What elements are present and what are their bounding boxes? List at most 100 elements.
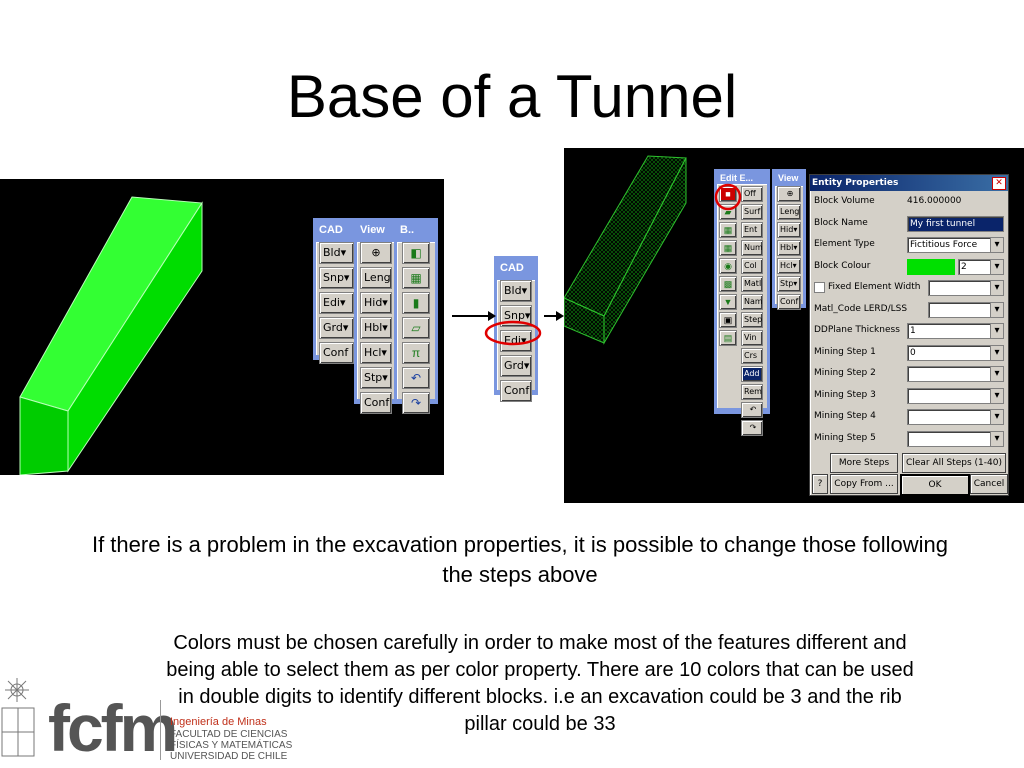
close-icon[interactable]: ✕ (992, 177, 1006, 190)
view-toolbar-right: View ⊕ Lengt Hid▾ Hbl▾ Hcl▾ Stp▾ Conf (772, 169, 806, 310)
more-steps-button[interactable]: More Steps (830, 453, 898, 473)
element-type-select[interactable]: Fictitious Force (907, 237, 1004, 253)
cancel-button[interactable]: Cancel (970, 474, 1008, 494)
snap-button[interactable]: Snp▾ (319, 267, 354, 289)
off-button[interactable]: Off (741, 186, 763, 202)
slab-icon[interactable]: ▮ (402, 292, 430, 314)
redo-icon[interactable]: ↷ (741, 420, 763, 436)
row-block-name: Block Name My first tunnel (810, 213, 1008, 235)
edit-button[interactable]: Edi▾ (319, 292, 354, 314)
vin-button[interactable]: Vin (741, 330, 763, 346)
material-icon[interactable]: ▩ (719, 276, 737, 292)
block-toolbar: B.. ◧ ▦ ▮ ▱ π ↶ ↷ (394, 218, 438, 414)
length-button[interactable]: Lengt (360, 267, 392, 289)
hide-colour-button[interactable]: Hcl▾ (777, 258, 801, 274)
matl-code-select[interactable] (928, 301, 1004, 318)
logo-faculty-line2: FÍSICAS Y MATEMÁTICAS (170, 740, 293, 751)
step-button[interactable]: Stp▾ (777, 276, 801, 292)
undo-icon[interactable]: ↶ (402, 367, 430, 389)
hide-button[interactable]: Hid▾ (360, 292, 392, 314)
block-volume-label: Block Volume (814, 196, 875, 206)
solid-block-drawing (19, 196, 203, 476)
grid-button[interactable]: Grd▾ (500, 355, 532, 377)
edit-entity-toolbar: Edit E... ■ ▰ ▦ ▦ ◉ ▩ ▼ ▣ ▤ Off Surf Ent… (714, 169, 770, 436)
colour-icon[interactable]: ◉ (719, 258, 737, 274)
slide-title: Base of a Tunnel (286, 63, 738, 130)
fixed-width-select[interactable] (928, 280, 1004, 296)
logo-faculty-line1: FACULTAD DE CIENCIAS (170, 729, 288, 740)
name-icon[interactable]: ▼ (719, 294, 737, 310)
mining-step-3-select[interactable] (907, 387, 1004, 404)
grid-button[interactable]: Grd▾ (319, 317, 354, 339)
edit-entity-toolbar-title: Edit E... (717, 172, 767, 184)
cad-toolbar: CAD Bld▾ Snp▾ Edi▾ Grd▾ Conf (313, 218, 360, 364)
matl-button[interactable]: Matl (741, 276, 763, 292)
target-icon[interactable]: ⊕ (360, 242, 392, 264)
wireframe-block-drawing (563, 155, 687, 345)
row-block-volume: Block Volume 416.000000 (810, 191, 1008, 213)
rem-button[interactable]: Rem (741, 384, 763, 400)
logo-divider (160, 700, 161, 760)
plane-icon[interactable]: ▱ (402, 317, 430, 339)
mining-step-2-label: Mining Step 2 (814, 368, 876, 378)
build-button[interactable]: Bld▾ (500, 280, 532, 302)
fixed-width-checkbox[interactable] (814, 282, 825, 293)
surf-button[interactable]: Surf (741, 204, 763, 220)
hide-colour-button[interactable]: Hcl▾ (360, 342, 392, 364)
target-icon[interactable]: ⊕ (777, 186, 801, 202)
step-button[interactable]: Step (741, 312, 763, 328)
save-icon[interactable]: ▣ (719, 312, 737, 328)
ent-button[interactable]: Ent (741, 222, 763, 238)
mining-step-4-select[interactable] (907, 409, 1004, 425)
colour-swatch (907, 258, 955, 275)
mining-step-1-label: Mining Step 1 (814, 346, 876, 357)
name-button[interactable]: Name (741, 294, 763, 310)
dialog-title: Entity Properties (812, 178, 899, 188)
redo-icon[interactable]: ↷ (402, 392, 430, 414)
row-mining-step-1: Mining Step 1 0 (810, 342, 1008, 364)
config-button[interactable]: Conf (777, 294, 801, 310)
config-button[interactable]: Conf (500, 380, 532, 402)
hide-button[interactable]: Hid▾ (777, 222, 801, 238)
mining-step-5-label: Mining Step 5 (814, 432, 876, 443)
entity-properties-dialog: Entity Properties ✕ Block Volume 416.000… (809, 174, 1009, 496)
help-button[interactable]: ? (812, 474, 828, 494)
cubes-icon[interactable]: ▦ (402, 267, 430, 289)
ddplane-select[interactable]: 1 (907, 323, 1004, 339)
col-button[interactable]: Col (741, 258, 763, 274)
clear-steps-button[interactable]: Clear All Steps (1-40) (902, 453, 1006, 473)
view-in-icon[interactable]: ▤ (719, 330, 737, 346)
number-icon[interactable]: ▦ (719, 240, 737, 256)
crs-button[interactable]: Crs (741, 348, 763, 364)
length-button[interactable]: Lengt (777, 204, 801, 220)
undo-icon[interactable]: ↶ (741, 402, 763, 418)
hide-block-button[interactable]: Hbl▾ (360, 317, 392, 339)
element-icon[interactable]: ▦ (719, 222, 737, 238)
row-ddplane: DDPlane Thickness 1 (810, 320, 1008, 342)
hide-block-button[interactable]: Hbl▾ (777, 240, 801, 256)
ok-button[interactable]: OK (900, 474, 970, 496)
block-colour-label: Block Colour (814, 260, 871, 271)
matl-code-label: Matl_Code LERD/LSS (814, 303, 908, 314)
copy-from-button[interactable]: Copy From ... (830, 474, 898, 494)
pillar-icon[interactable]: π (402, 342, 430, 364)
cube-icon[interactable]: ◧ (402, 242, 430, 264)
mining-step-5-select[interactable] (907, 430, 1004, 447)
block-name-input[interactable]: My first tunnel (907, 215, 1004, 232)
num-button[interactable]: Num (741, 240, 763, 256)
mining-step-4-label: Mining Step 4 (814, 411, 876, 421)
add-button[interactable]: Add (741, 366, 763, 382)
view-config-button[interactable]: Conf (360, 392, 392, 414)
dialog-titlebar: Entity Properties ✕ (810, 175, 1008, 191)
edit-button-highlighted[interactable]: Edi▾ (500, 330, 532, 352)
build-button[interactable]: Bld▾ (319, 242, 354, 264)
config-button[interactable]: Conf (319, 342, 354, 364)
row-fixed-width: Fixed Element Width (810, 277, 1008, 299)
row-mining-step-5: Mining Step 5 (810, 428, 1008, 450)
block-colour-select[interactable]: 2 (958, 258, 1004, 275)
step-button[interactable]: Stp▾ (360, 367, 392, 389)
mining-step-1-select[interactable]: 0 (907, 344, 1004, 361)
entity-icon[interactable]: ■ (719, 186, 737, 202)
logo-university: UNIVERSIDAD DE CHILE (170, 751, 288, 762)
mining-step-2-select[interactable] (907, 366, 1004, 382)
